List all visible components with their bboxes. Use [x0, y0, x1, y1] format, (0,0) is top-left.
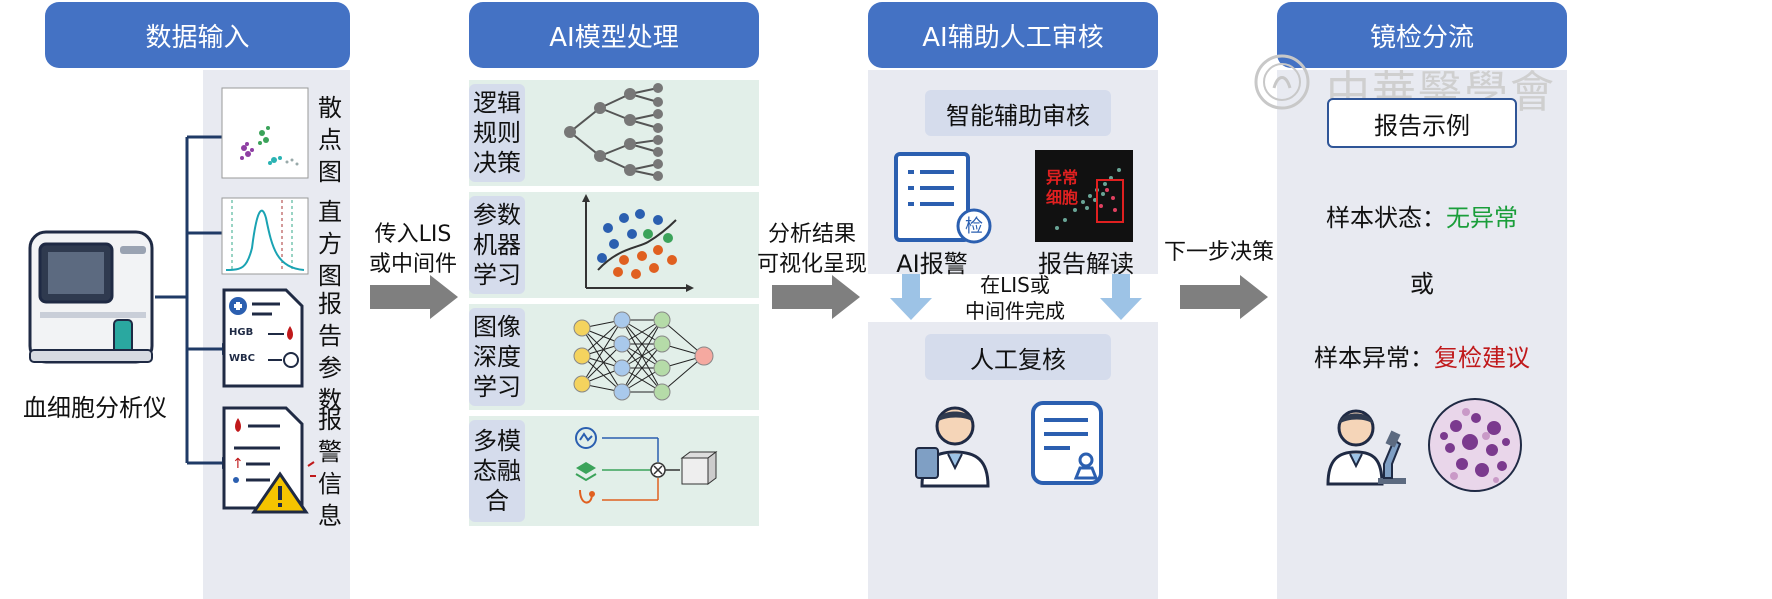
analyzer-icon: [28, 230, 154, 364]
abnormal-cell-label: 异常 细胞: [1046, 168, 1079, 207]
normal-status-value: 无异常: [1446, 204, 1518, 232]
report-params-thumbnail: [222, 288, 304, 388]
or-label: 或: [1410, 270, 1434, 298]
neural-network-icon: [573, 311, 714, 401]
blood-smear-image: [1428, 398, 1522, 492]
arrow2-label: 分析结果 可视化呈现: [756, 222, 867, 277]
histogram-thumbnail: [221, 197, 309, 275]
abnormal-status-prefix: 样本异常：: [1314, 344, 1434, 372]
wbc-label: WBC: [229, 353, 255, 364]
microscope-doctor-icon: [1326, 409, 1406, 486]
arrow1-icon: [370, 275, 458, 319]
abnormal-status-line: 样本异常：复检建议: [1277, 338, 1567, 373]
triage-panel: [1277, 70, 1567, 599]
report-example-box: 报告示例: [1327, 98, 1517, 148]
model-ml-label-box: 参数 机器 学习: [469, 196, 525, 294]
header-data-input: 数据输入: [45, 2, 350, 68]
hgb-label: HGB: [229, 327, 254, 338]
model-multimodal-label-box: 多模 态融 合: [469, 420, 525, 522]
header-triage: 镜检分流: [1277, 2, 1567, 68]
ai-alarm-label: AI报警: [896, 250, 968, 278]
completion-note: 在LIS或 中间件完成: [965, 273, 1065, 323]
arrow1-label: 传入LIS 或中间件: [368, 222, 457, 277]
svg-text:↑: ↑: [232, 456, 244, 472]
item-histogram-label: 直方图: [318, 198, 342, 290]
scatter-thumbnail: [221, 87, 309, 179]
item-scatter-label: 散点图: [318, 94, 342, 186]
doctor-icon: [915, 406, 990, 488]
alarm-info-thumbnail: ↑: [222, 406, 316, 514]
report-interpret-label: 报告解读: [1038, 250, 1134, 278]
multimodal-fusion-icon: [575, 427, 718, 504]
review-document-icon: [1031, 401, 1103, 485]
down-arrows: [890, 274, 1142, 320]
item-alarm-label: 报警信息: [318, 406, 342, 530]
manual-review-box: 人工复核: [925, 334, 1111, 380]
decision-tree-icon: [564, 83, 663, 181]
normal-status-line: 样本状态：无异常: [1277, 198, 1567, 233]
abnormal-cell-scatter-image: [1035, 150, 1133, 242]
arrow2-icon: [772, 275, 860, 319]
abnormal-status-value: 复检建议: [1434, 344, 1530, 372]
smart-review-box: 智能辅助审核: [925, 90, 1111, 136]
item-report-params-label: 报告参数: [318, 290, 342, 414]
model-dl-label-box: 图像 深度 学习: [469, 308, 525, 406]
header-ai-review: AI辅助人工审核: [868, 2, 1158, 68]
normal-status-prefix: 样本状态：: [1326, 204, 1446, 232]
arrow3-icon: [1180, 275, 1268, 319]
header-ai-model: AI模型处理: [469, 2, 759, 68]
arrow3-label: 下一步决策: [1163, 240, 1274, 265]
society-seal-watermark: [1254, 54, 1310, 110]
branch-lines: [155, 131, 232, 469]
model-logic-label-box: 逻辑 规则 决策: [469, 84, 525, 182]
ml-scatter-icon: [582, 194, 694, 292]
ai-alarm-icon: [894, 152, 992, 244]
device-label: 血细胞分析仪: [23, 394, 167, 422]
check-badge: 检: [965, 216, 983, 237]
